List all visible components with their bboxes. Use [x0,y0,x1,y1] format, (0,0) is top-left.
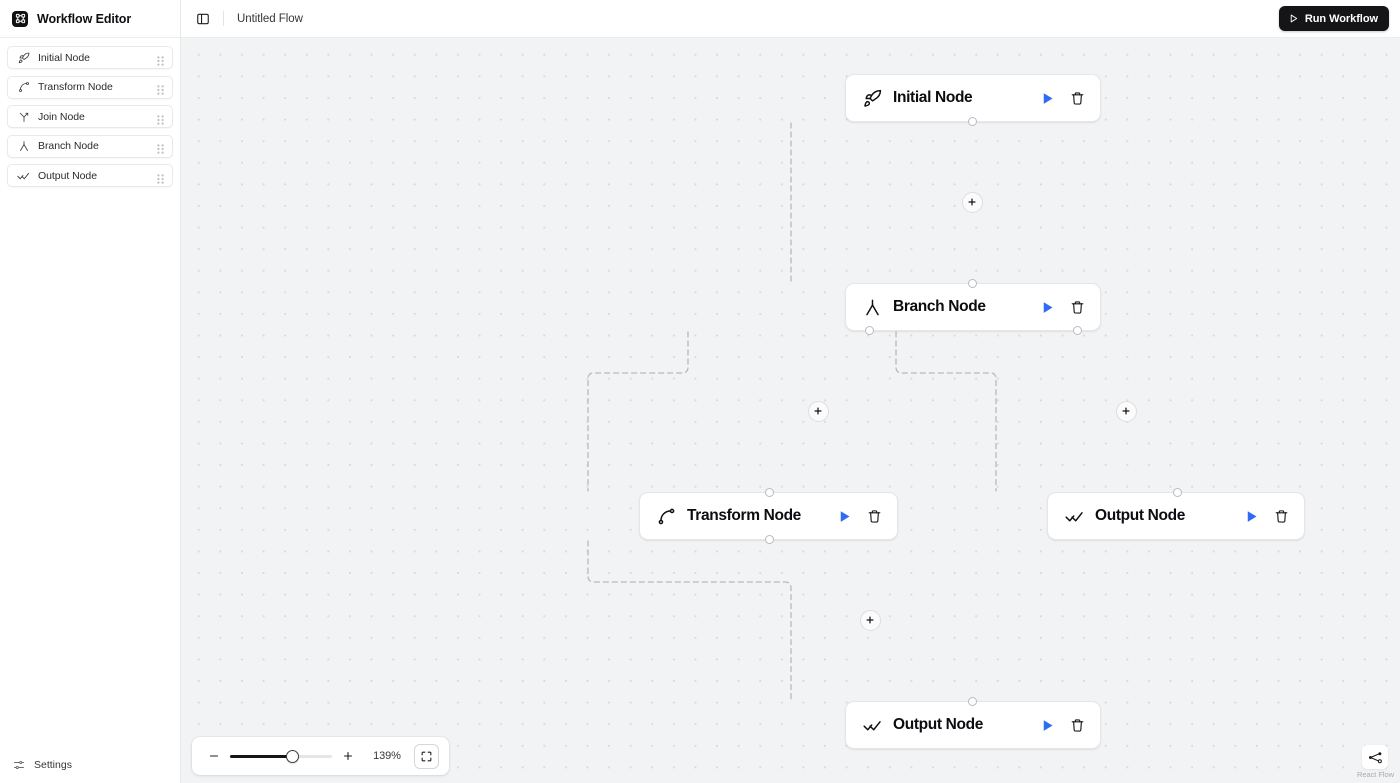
zoom-controls: 139% [192,737,449,775]
git-merge-icon [17,110,30,123]
trash-icon[interactable] [1069,299,1086,316]
spline-curve-icon [657,507,676,526]
node-label: Output Node [1095,507,1185,524]
drag-handle-icon[interactable] [157,82,164,95]
node-actions [1039,717,1086,734]
rocket-icon [863,89,882,108]
node-label: Transform Node [687,507,801,524]
double-check-icon [17,169,30,182]
palette-item-output-node[interactable]: Output Node [7,164,173,187]
react-flow-logo-icon [1362,745,1389,769]
node-handle-bottom[interactable] [765,535,774,544]
node-actions [1039,299,1086,316]
node-label: Initial Node [893,89,973,106]
zoom-out-button[interactable] [204,746,224,766]
node-branch[interactable]: Branch Node [845,279,1101,335]
node-actions [1039,90,1086,107]
node-handle-top[interactable] [968,279,977,288]
react-flow-attribution[interactable]: React Flow [1357,745,1394,779]
palette-item-transform-node[interactable]: Transform Node [7,75,173,99]
node-transform[interactable]: Transform Node [639,488,898,544]
workflow-logo-icon [12,10,28,27]
node-handle-top[interactable] [765,488,774,497]
rocket-icon [17,51,30,64]
trash-icon[interactable] [1273,508,1290,525]
trash-icon[interactable] [866,508,883,525]
settings-label: Settings [34,759,72,771]
node-label: Branch Node [893,298,986,315]
drag-handle-icon[interactable] [157,171,164,184]
split-branch-icon [17,140,30,153]
trash-icon[interactable] [1069,717,1086,734]
edge-branch-transform [587,331,689,492]
node-label: Output Node [893,716,983,733]
sidebar-item-settings[interactable]: Settings [0,747,181,783]
play-filled-icon[interactable] [1039,299,1056,316]
palette-item-label: Output Node [38,169,97,182]
zoom-level-label: 139% [373,750,401,762]
sliders-icon [12,759,25,772]
sidebar-header: Workflow Editor [0,0,180,38]
split-branch-icon [863,298,882,317]
palette-item-initial-node[interactable]: Initial Node [7,46,173,69]
node-initial[interactable]: Initial Node [845,74,1101,126]
app-title: Workflow Editor [37,11,132,26]
node-handle-top[interactable] [1173,488,1182,497]
node-handle-bottom-left[interactable] [865,326,874,335]
palette-item-label: Join Node [38,110,85,123]
palette-item-label: Transform Node [38,81,113,93]
play-outline-icon [1288,13,1299,24]
edge-add-button-initial-branch[interactable] [961,191,983,213]
edge-add-button-transform-output[interactable] [859,609,881,631]
top-bar: Untitled Flow Run Workflow [181,0,1400,38]
fit-view-button[interactable] [414,743,439,769]
play-filled-icon[interactable] [1039,90,1056,107]
edge-branch-output [895,331,997,492]
zoom-slider[interactable] [230,747,332,765]
node-actions [836,508,883,525]
spline-curve-icon [17,81,30,94]
node-handle-top[interactable] [968,697,977,706]
panel-left-icon[interactable] [193,9,213,29]
node-handle-bottom-right[interactable] [1073,326,1082,335]
node-actions [1243,508,1290,525]
palette-item-branch-node[interactable]: Branch Node [7,134,173,158]
flow-canvas[interactable]: Initial Node [181,38,1400,783]
flow-title: Untitled Flow [237,12,303,25]
double-check-icon [863,716,882,735]
run-workflow-button[interactable]: Run Workflow [1278,6,1389,31]
palette-item-label: Branch Node [38,140,99,152]
zoom-slider-thumb[interactable] [286,749,299,763]
drag-handle-icon[interactable] [157,112,164,125]
react-flow-label: React Flow [1356,770,1394,779]
node-handle-bottom[interactable] [968,117,977,126]
drag-handle-icon[interactable] [157,141,164,154]
sidebar: Workflow Editor Initial Node [0,0,181,783]
run-workflow-label: Run Workflow [1304,12,1378,25]
edge-add-button-branch-transform[interactable] [807,400,829,422]
palette-item-label: Initial Node [38,51,90,64]
zoom-slider-fill [230,754,292,758]
edge-transform-output [587,540,792,701]
node-output-bottom[interactable]: Output Node [845,697,1101,749]
zoom-in-button[interactable] [338,746,358,766]
play-filled-icon[interactable] [1039,717,1056,734]
node-output-right[interactable]: Output Node [1047,488,1305,540]
play-filled-icon[interactable] [836,508,853,525]
drag-handle-icon[interactable] [157,53,164,66]
trash-icon[interactable] [1069,90,1086,107]
edge-layer [587,122,997,701]
node-palette: Initial Node Transf [0,38,180,187]
edge-add-button-branch-output[interactable] [1115,400,1137,422]
main-area: Untitled Flow Run Workflow [181,0,1400,783]
toolbar-divider [223,11,224,26]
palette-item-join-node[interactable]: Join Node [7,105,173,128]
play-filled-icon[interactable] [1243,508,1260,525]
double-check-icon [1065,507,1084,526]
